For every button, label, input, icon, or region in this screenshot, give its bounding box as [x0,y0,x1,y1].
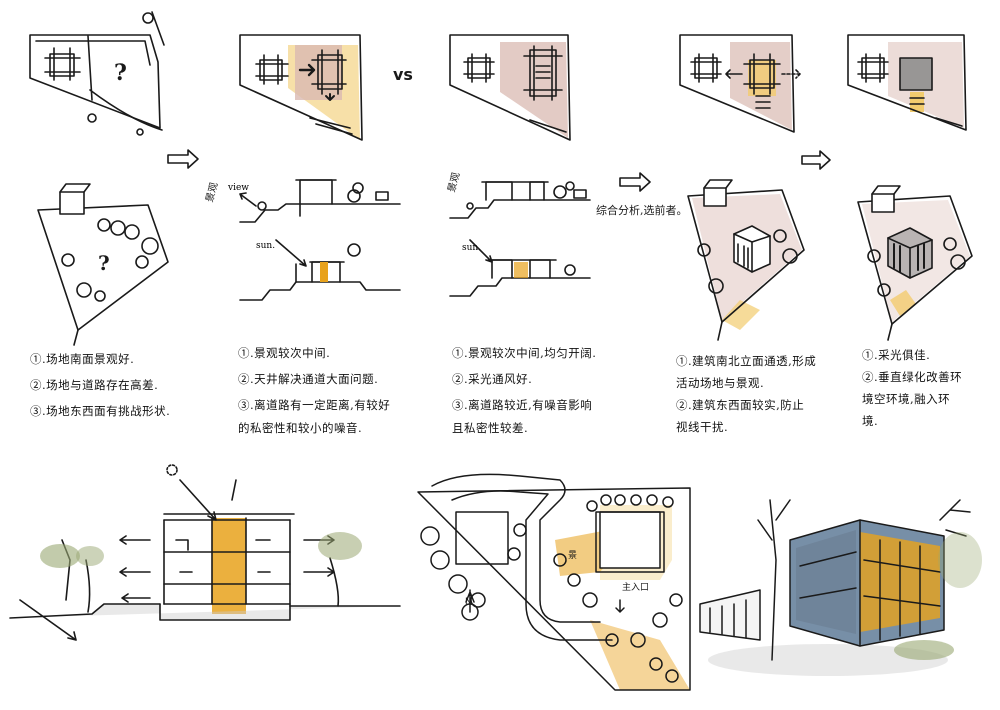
question-mark-2: ? [98,251,110,275]
notes-column-1: ①.场地南面景观好. ②.场地与道路存在高差. ③.场地东西面有挑战形状. [30,346,170,424]
note-5-2: ②.垂直绿化改善环 [862,370,963,384]
section-b-sun [449,239,591,297]
question-mark-1: ? [114,60,127,86]
process-arrow-1 [167,149,199,169]
note-2-3: ③.离道路有一定距离,有较好 [238,398,391,412]
notes-column-2: ①.景观较次中间. ②.天井解决通道大面问题. ③.离道路有一定距离,有较好 的… [238,340,390,438]
note-5-4: 境. [862,414,879,428]
note-3-4: 且私密性较差. [452,421,529,435]
note-1-2: ②.场地与道路存在高差. [30,378,159,392]
plan-room-tag: 景 [568,550,577,561]
note-5-1: ①.采光俱佳. [862,348,931,362]
notes-column-4: ①.建筑南北立面通透,形成 活动场地与景观. ②.建筑东西面较实,防止 视线干扰… [676,350,816,438]
site-plan-detail [417,473,691,691]
note-1-3: ③.场地东西面有挑战形状. [30,404,171,418]
vs-label: vs [393,65,413,84]
notes-column-5: ①.采光俱佳. ②.垂直绿化改善环 境空环境,融入环 境. [862,344,962,432]
site-perspective-5 [857,185,973,341]
site-perspective-1 [37,183,169,346]
sun-label-2: sun. [462,243,481,253]
note-1-1: ①.场地南面景观好. [30,352,135,366]
note-4-1: ①.建筑南北立面通透,形成 [676,354,817,368]
note-4-4: 视线干扰. [676,420,729,434]
section-trees [40,532,362,568]
note-2-2: ②.天井解决通道大面问题. [238,372,379,386]
note-3-2: ②.采光通风好. [452,372,533,386]
site-plan-2 [239,34,363,141]
view-label: view [227,183,249,193]
site-plan-4 [679,34,801,133]
view-cn-label-2: 景观 [446,171,463,193]
note-2-1: ①.景观较次中间. [238,346,331,360]
view-cn-label-1: 景观 [204,181,221,203]
building-section [9,464,401,641]
process-arrow-3 [801,150,831,170]
plan-entrance-tag: 主入口 [622,581,649,593]
section-a-view [239,179,401,223]
site-plan-1 [29,11,165,136]
site-plan-3 [449,34,571,141]
note-5-3: 境空环境,融入环 [862,392,951,406]
building-perspective [699,499,982,676]
site-perspective-4 [687,179,805,341]
north-label: N [465,597,472,607]
synthesis-note: 综合分析,选前者。 [596,203,688,217]
note-4-3: ②.建筑东西面较实,防止 [676,398,805,412]
sun-label-1: sun. [256,241,275,251]
process-arrow-2 [619,172,651,192]
note-3-1: ①.景观较次中间,均匀开阔. [452,346,597,360]
section-b-view [449,181,591,219]
note-4-2: 活动场地与景观. [676,376,765,390]
notes-column-3: ①.景观较次中间,均匀开阔. ②.采光通风好. ③.离道路较近,有噪音影响 且私… [452,340,596,438]
note-3-3: ③.离道路较近,有噪音影响 [452,398,593,412]
site-plan-5 [847,34,967,131]
note-2-4: 的私密性和较小的噪音. [238,421,363,435]
section-a-sun [239,239,401,301]
